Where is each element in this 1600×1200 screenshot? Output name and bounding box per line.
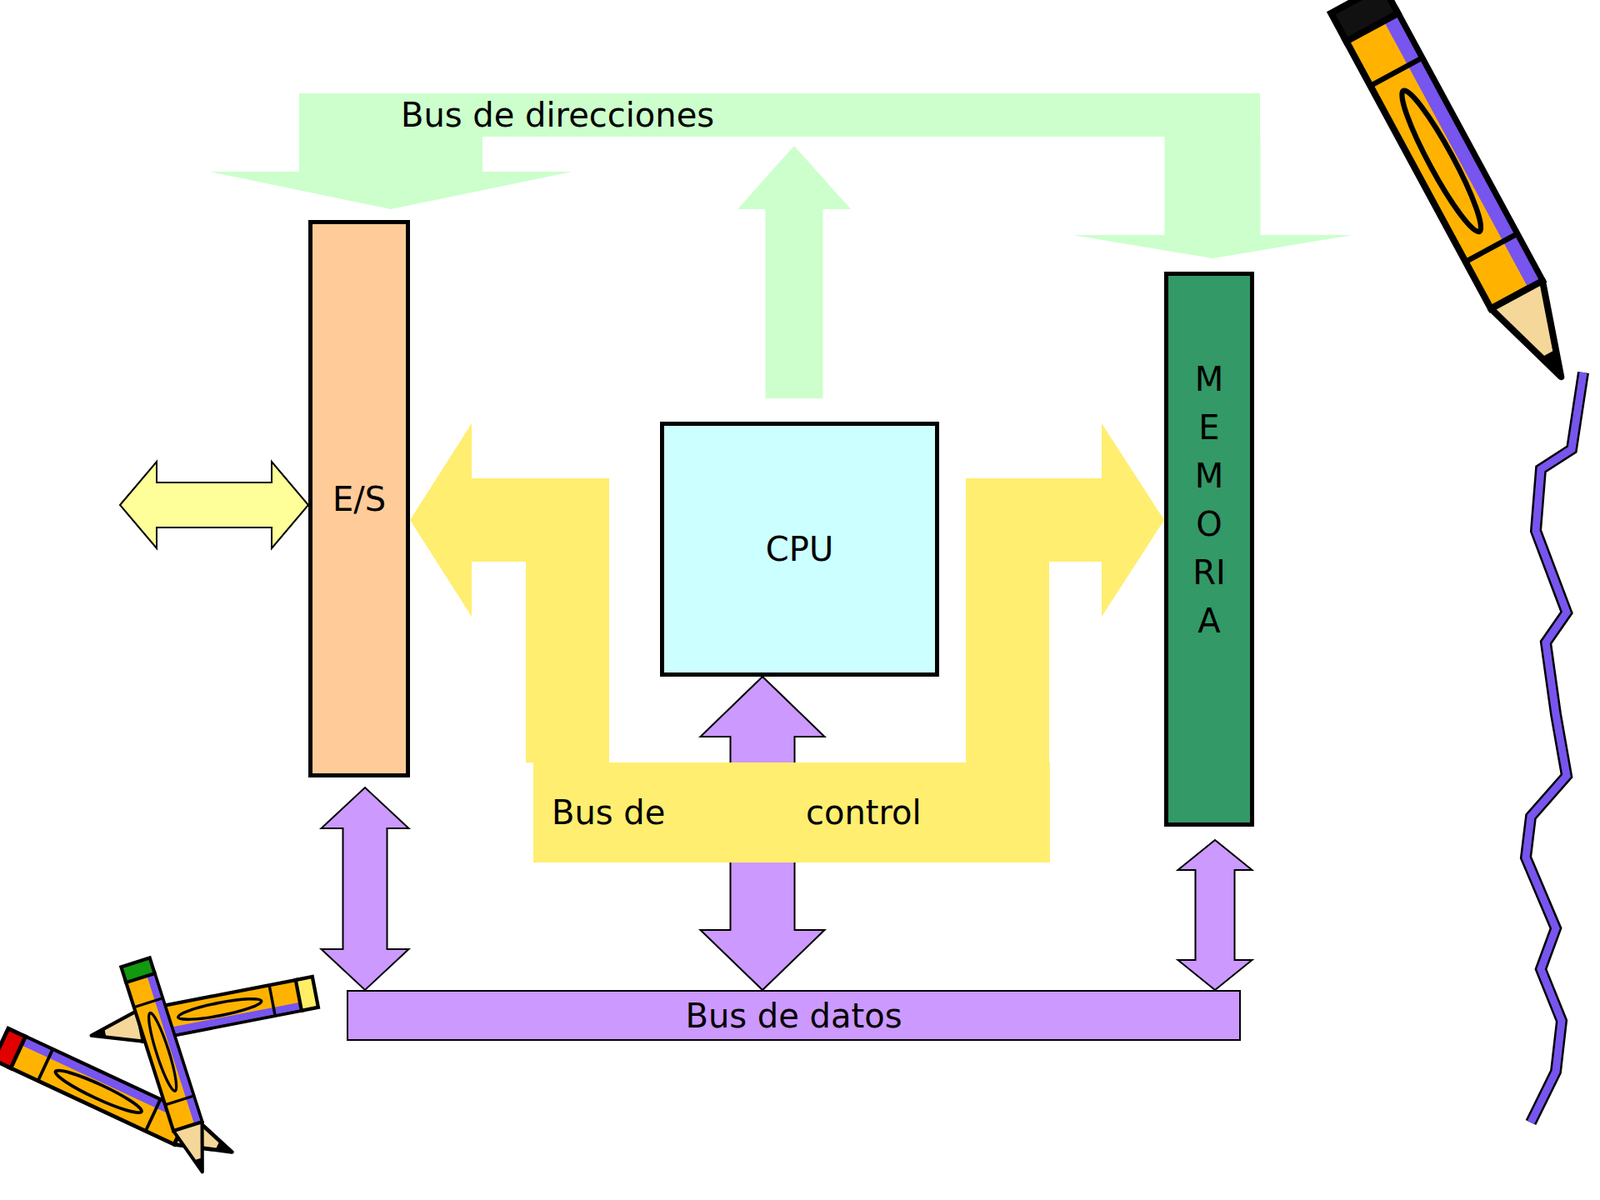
squiggle-outline xyxy=(1525,372,1584,1123)
pencil-illustration xyxy=(120,957,217,1177)
data-bus-band: Bus de datos xyxy=(346,990,1241,1041)
memory-box: MEMORIA xyxy=(1164,271,1255,827)
address-bus-arrow xyxy=(737,145,851,399)
external-io-arrow xyxy=(120,461,309,549)
address-bus-arrow xyxy=(210,136,573,210)
cpu-box: CPU xyxy=(660,421,940,677)
control-bus-arrow xyxy=(1007,423,1165,763)
node-label: E/S xyxy=(332,479,386,520)
arrow-head xyxy=(737,145,851,210)
arrow-head xyxy=(321,787,410,829)
connector-shaft xyxy=(1007,520,1105,763)
connector-shaft xyxy=(299,136,483,175)
control-bus-arrow xyxy=(410,423,568,763)
io-box: E/S xyxy=(308,220,410,778)
connector-shaft xyxy=(344,825,387,952)
pencil-illustration xyxy=(88,976,319,1051)
address-bus-band: Bus de direcciones xyxy=(299,93,1260,137)
arrow-head xyxy=(410,423,472,617)
address-bus-arrow xyxy=(1072,136,1353,259)
connector-shaft xyxy=(469,520,568,763)
arrow-head xyxy=(1072,235,1353,259)
arrow-head xyxy=(321,949,410,990)
node-label: MEMORIA xyxy=(1192,355,1226,645)
arrow-head xyxy=(210,171,573,210)
node-label: Bus de direcciones xyxy=(400,95,715,135)
node-label: control xyxy=(805,792,922,833)
arrow-head xyxy=(1178,960,1253,990)
data-bus-arrow xyxy=(321,787,410,990)
connector-shaft xyxy=(765,206,824,399)
squiggle-line xyxy=(1525,372,1584,1123)
data-bus-arrow xyxy=(1178,840,1253,990)
arrow-head xyxy=(1178,840,1253,870)
arrow-head xyxy=(700,930,825,990)
arrow-head xyxy=(1101,423,1165,617)
connector-shaft xyxy=(1196,867,1235,963)
node-label: CPU xyxy=(765,529,834,570)
connector-shaft xyxy=(1165,136,1261,238)
node-label: Bus de datos xyxy=(685,995,903,1036)
control-bus-band: Bus de control xyxy=(533,762,1050,863)
pencil-illustration xyxy=(1330,0,1587,391)
arrow-head xyxy=(700,676,825,737)
node-label: Bus de xyxy=(551,792,665,833)
